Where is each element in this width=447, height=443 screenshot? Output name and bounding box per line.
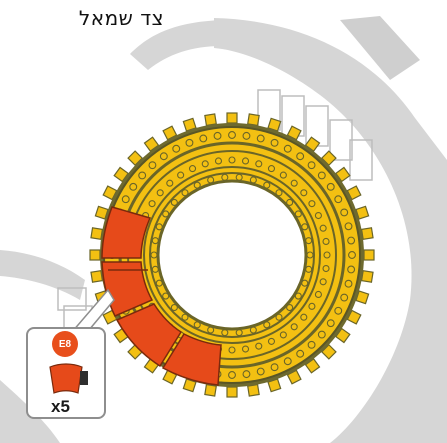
gear-tooth [91,271,102,282]
curved-orange-brick-icon [44,361,90,397]
gear-tooth [91,228,102,239]
gear-tooth [90,250,100,260]
gear-tooth [248,114,259,125]
page-title: צד שמאל [44,6,164,30]
gear-tooth [364,250,374,260]
gear-tooth [362,228,373,239]
part-quantity: x5 [51,397,70,417]
gear-tooth [227,387,237,397]
gear-tooth [205,385,216,396]
gear-tooth [248,385,259,396]
gear-tooth [362,271,373,282]
parts-callout: E8 x5 [26,327,106,419]
gear-tooth [227,113,237,123]
gear-tooth [205,114,216,125]
part-code-badge: E8 [52,331,78,357]
